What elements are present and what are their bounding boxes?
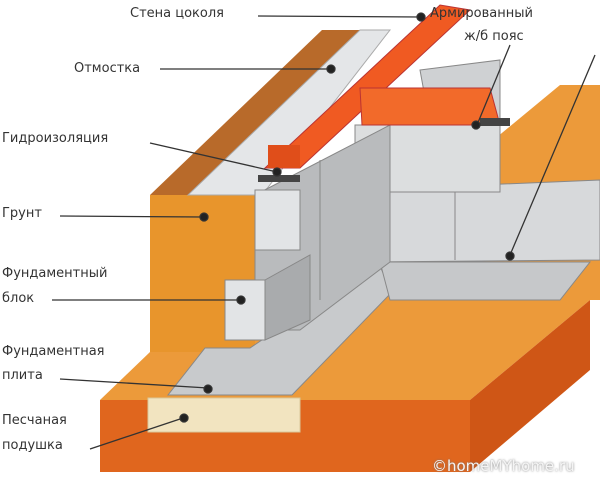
label-sand-cushion-line1: Песчаная: [2, 413, 67, 428]
label-foundation-slab-line1: Фундаментная: [2, 344, 105, 359]
label-soil: Грунт: [2, 206, 42, 221]
watermark: ©homeMYhome.ru: [432, 457, 575, 475]
label-sand-cushion-line2: подушка: [2, 438, 63, 453]
sand-cushion: [147, 397, 301, 433]
label-foundation-block-line1: Фундаментный: [2, 266, 108, 281]
brick-wall: [263, 4, 501, 169]
label-plinth-wall: Стена цоколя: [130, 6, 224, 21]
reinforced-belt: [480, 118, 510, 126]
label-reinforced-belt-line2: ж/б пояс: [464, 29, 524, 44]
label-reinforced-belt-line1: Армированный: [430, 6, 533, 21]
label-foundation-block-line2: блок: [2, 291, 35, 306]
label-foundation-slab-line2: плита: [2, 368, 43, 383]
label-blind-area: Отмостка: [74, 61, 141, 76]
waterproofing-layer: [258, 175, 300, 182]
label-waterproofing: Гидроизоляция: [2, 131, 109, 146]
leader-lines: [52, 12, 596, 450]
soil-block: [150, 29, 392, 352]
